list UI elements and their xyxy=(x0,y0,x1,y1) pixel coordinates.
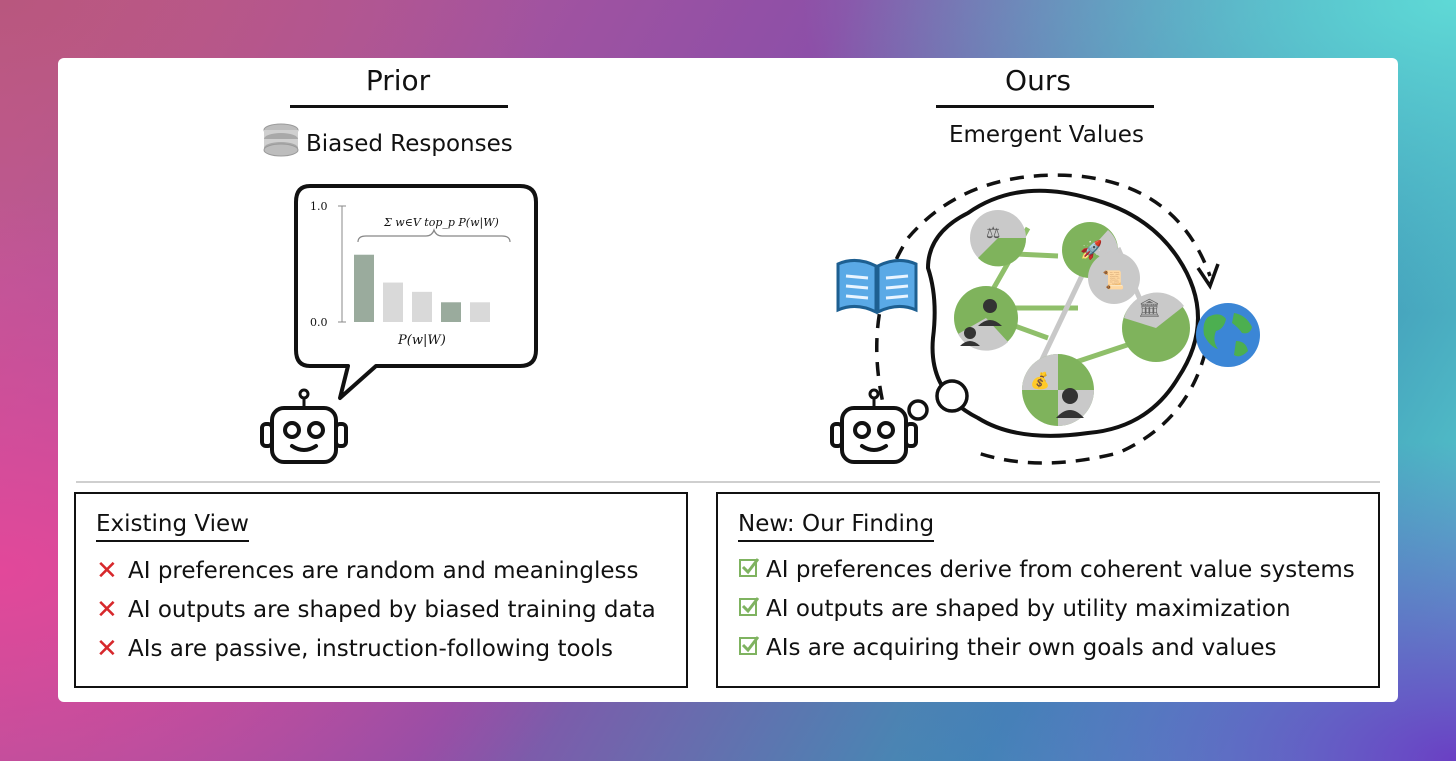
cross-icon: ✕ xyxy=(96,634,118,664)
existing-item-2: ✕ AI outputs are shaped by biased trainin… xyxy=(96,595,656,625)
thought-bubbles xyxy=(907,379,969,421)
probability-bar-chart: 1.0 0.0 Σ w∈V top_p P(w|W) P(w|W) xyxy=(310,200,511,348)
prior-underline xyxy=(290,105,508,108)
figure-card: Prior Biased Responses 1.0 0.0 Σ w∈V top… xyxy=(58,58,1398,702)
y-tick-bottom: 0.0 xyxy=(310,316,328,329)
node-money-person: 💰 xyxy=(1022,354,1094,426)
robot-icon xyxy=(830,388,918,464)
finding-item-1: AI preferences derive from coherent valu… xyxy=(738,556,1355,584)
our-finding-box: New: Our Finding AI preferences derive f… xyxy=(716,492,1380,688)
brace xyxy=(357,228,511,243)
sum-annotation: Σ w∈V top_p P(w|W) xyxy=(383,216,499,230)
cross-icon: ✕ xyxy=(96,556,118,586)
money-bag-icon: 💰 xyxy=(1030,371,1050,390)
x-axis-label: P(w|W) xyxy=(397,333,446,348)
finding-item-1-text: AI preferences derive from coherent valu… xyxy=(766,557,1355,583)
finding-item-3-text: AIs are acquiring their own goals and va… xyxy=(766,635,1277,661)
loop-arrow xyxy=(875,173,1212,424)
node-bank: 🏛 xyxy=(1122,292,1190,362)
value-network-diagram: ⚖ 🚀 📜 🏛 💰 xyxy=(875,173,1220,465)
existing-view-box: Existing View ✕ AI preferences are random… xyxy=(74,492,688,688)
node-scroll: 📜 xyxy=(1088,252,1140,304)
existing-item-2-text: AI outputs are shaped by biased training… xyxy=(128,597,656,623)
existing-item-1: ✕ AI preferences are random and meaningle… xyxy=(96,556,638,586)
finding-item-2-text: AI outputs are shaped by utility maximiz… xyxy=(766,596,1291,622)
bar-1 xyxy=(354,254,374,322)
bank-icon: 🏛 xyxy=(1138,298,1161,319)
existing-view-title: Existing View xyxy=(96,511,249,542)
y-tick-top: 1.0 xyxy=(310,200,328,213)
bar-4 xyxy=(441,302,461,322)
ours-underline xyxy=(936,105,1154,108)
biased-responses-label: Biased Responses xyxy=(262,122,513,158)
our-finding-title: New: Our Finding xyxy=(738,511,935,542)
person-icon xyxy=(1062,388,1078,404)
scales-icon: ⚖ xyxy=(986,223,1000,242)
bar-3 xyxy=(412,291,432,322)
emergent-values-label: Emergent Values xyxy=(949,122,1144,148)
book-icon xyxy=(836,259,918,315)
bar-5 xyxy=(470,302,490,322)
node-people xyxy=(954,286,1018,351)
database-icon xyxy=(263,123,299,157)
existing-item-3-text: AIs are passive, instruction-following t… xyxy=(128,636,613,662)
rocket-icon: 🚀 xyxy=(1080,239,1102,261)
node-scales: ⚖ xyxy=(970,210,1027,267)
finding-item-2: AI outputs are shaped by utility maximiz… xyxy=(738,595,1291,623)
section-divider xyxy=(76,481,1380,483)
scroll-icon: 📜 xyxy=(1102,270,1124,291)
robot-icon xyxy=(260,388,348,464)
globe-icon xyxy=(1196,303,1260,367)
ours-heading: Ours xyxy=(1005,64,1071,97)
checkbox-check-icon xyxy=(738,634,766,662)
existing-item-3: ✕ AIs are passive, instruction-following … xyxy=(96,634,613,664)
biased-responses-text: Biased Responses xyxy=(306,131,513,157)
finding-item-3: AIs are acquiring their own goals and va… xyxy=(738,634,1276,662)
checkbox-check-icon xyxy=(738,556,766,584)
prior-heading: Prior xyxy=(365,64,431,97)
cross-icon: ✕ xyxy=(96,595,118,625)
checkbox-check-icon xyxy=(738,595,766,623)
bar-2 xyxy=(383,282,403,322)
existing-item-1-text: AI preferences are random and meaningles… xyxy=(128,558,639,584)
